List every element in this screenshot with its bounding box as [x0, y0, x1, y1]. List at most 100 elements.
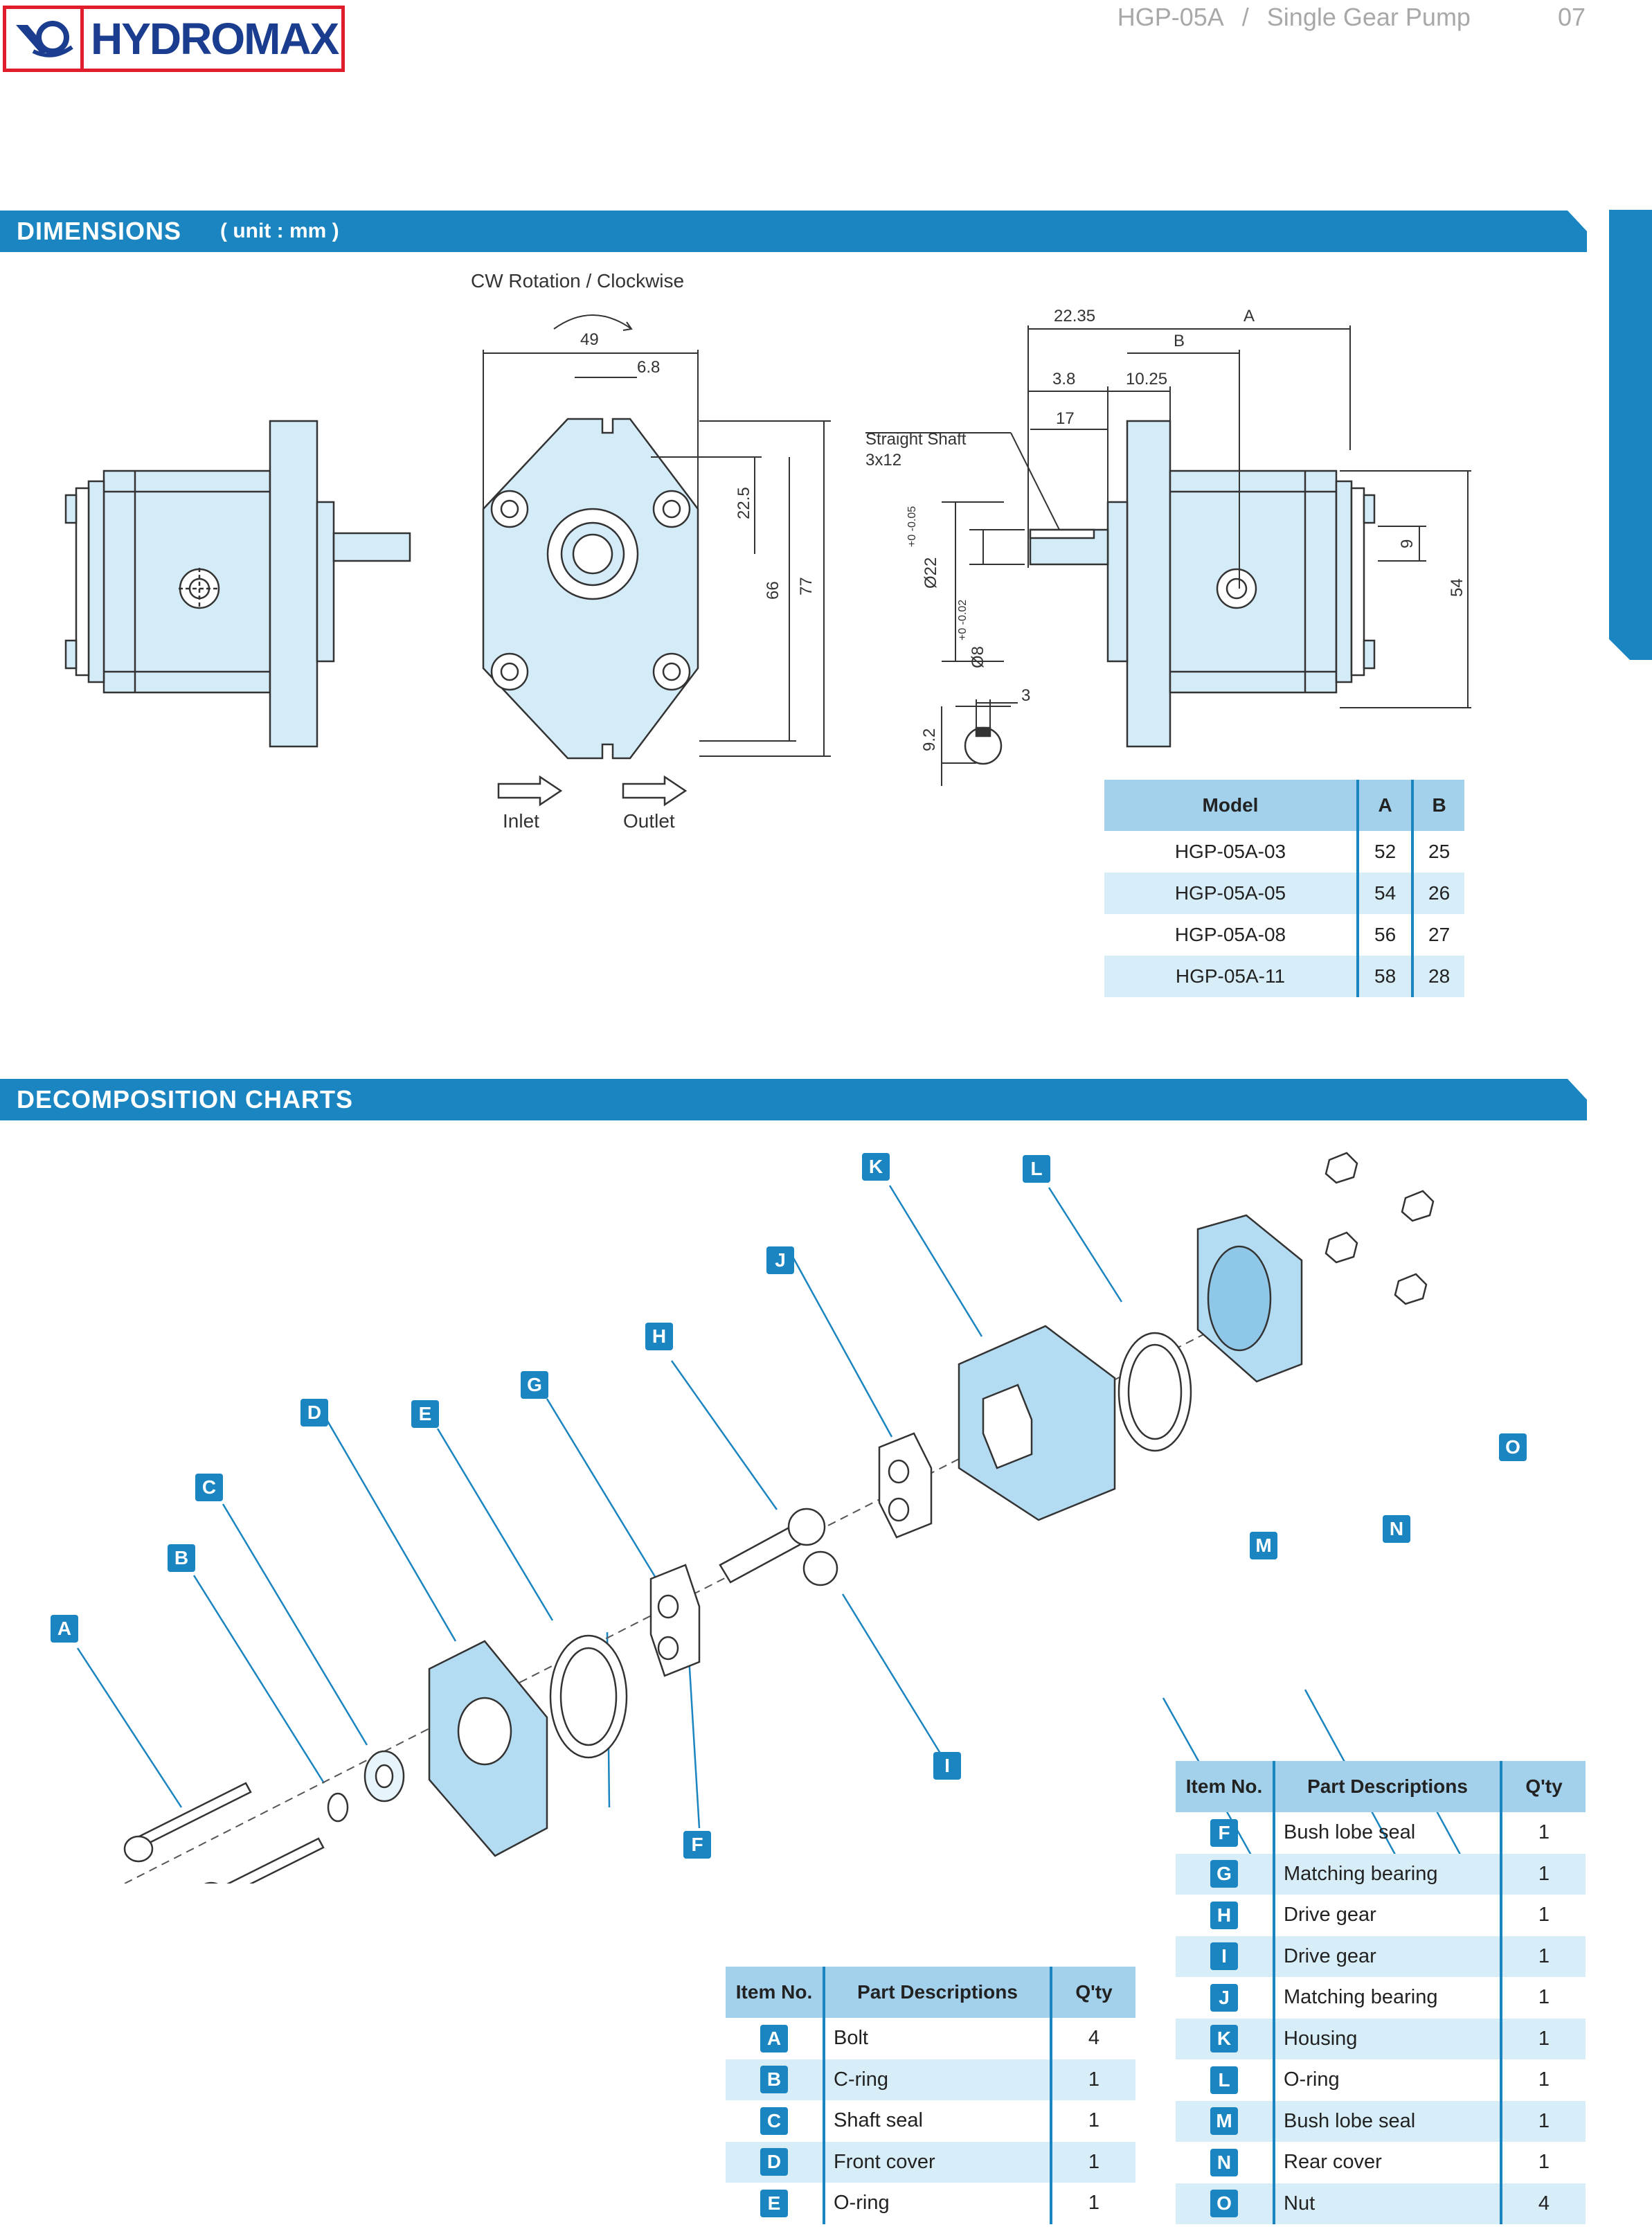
exploded-view-drawing [76, 1152, 1478, 1884]
item-badge: G [1210, 1860, 1238, 1888]
outlet-label: Outlet [623, 810, 675, 832]
nut-icon [1394, 1273, 1428, 1305]
table-row: I Drive gear 1 [1176, 1935, 1586, 1977]
bolt-icon [204, 1837, 325, 1884]
brand-logo: HYDROMAX [3, 6, 345, 72]
a-cell: 56 [1356, 914, 1413, 956]
item-badge: J [1210, 1983, 1238, 2012]
callout-m: M [1250, 1532, 1277, 1559]
item-badge: K [1210, 2025, 1238, 2053]
dim-77: 77 [797, 577, 816, 596]
callout-o: O [1499, 1433, 1527, 1461]
dimensions-section-bar: DIMENSIONS ( unit : mm ) [0, 211, 1587, 252]
decomposition-section-bar: DECOMPOSITION CHARTS [0, 1079, 1587, 1120]
dim-92: 9.2 [920, 728, 939, 751]
item-cell: H [1176, 1895, 1274, 1936]
callout-n: N [1383, 1515, 1410, 1543]
dim-1025: 10.25 [1126, 370, 1167, 388]
qty-cell: 1 [1500, 2100, 1586, 2142]
callout-g: G [521, 1371, 548, 1399]
qty-cell: 4 [1050, 2018, 1135, 2059]
page-number: 07 [1557, 3, 1586, 31]
dim-22-tol: +0 -0.05 [906, 506, 918, 547]
dim-17: 17 [1056, 409, 1075, 428]
item-cell: E [726, 2183, 824, 2224]
dim-68: 6.8 [637, 358, 660, 377]
table-row: H Drive gear 1 [1176, 1895, 1586, 1936]
qty-cell: 1 [1050, 2141, 1135, 2183]
dimensions-unit: ( unit : mm ) [220, 220, 339, 242]
dim-38: 3.8 [1052, 370, 1075, 388]
item-badge: L [1210, 2066, 1238, 2094]
c-ring-icon [327, 1792, 349, 1823]
header-item-no: Item No. [726, 1967, 824, 2018]
dim-B: B [1174, 332, 1185, 350]
inlet-label: Inlet [503, 810, 539, 832]
desc-cell: Drive gear [1273, 1935, 1501, 1977]
header-qty: Q'ty [1050, 1967, 1135, 2018]
table-row: HGP-05A-08 56 27 [1104, 914, 1464, 956]
table-row: G Matching bearing 1 [1176, 1853, 1586, 1895]
callout-b: B [168, 1544, 195, 1572]
item-cell: O [1176, 2183, 1274, 2224]
a-cell: 52 [1356, 831, 1413, 873]
parts-table-header: Item No. Part Descriptions Q'ty [1176, 1761, 1586, 1812]
item-badge: D [760, 2148, 788, 2176]
callout-j: J [766, 1246, 794, 1274]
header-item-no: Item No. [1176, 1761, 1274, 1812]
header-separator: / [1241, 3, 1249, 31]
qty-cell: 1 [1500, 1895, 1586, 1936]
bolts [123, 1782, 325, 1884]
desc-cell: Drive gear [1273, 1895, 1501, 1936]
desc-cell: Matching bearing [1273, 1977, 1501, 2019]
brand-name: HYDROMAX [91, 14, 339, 64]
bolt-icon [123, 1782, 252, 1863]
table-row: B C-ring 1 [726, 2059, 1135, 2100]
driven-gear-icon [802, 1550, 838, 1586]
side-view-left [64, 420, 411, 748]
brand-mark-icon [6, 9, 84, 69]
item-cell: B [726, 2059, 824, 2100]
dim-49: 49 [580, 330, 599, 349]
qty-cell: 1 [1500, 1935, 1586, 1977]
dim-3: 3 [1021, 686, 1030, 705]
item-badge: I [1210, 1942, 1238, 1971]
qty-cell: 1 [1500, 2142, 1586, 2183]
model-table-header: Model A B [1104, 780, 1464, 831]
item-cell: G [1176, 1853, 1274, 1895]
product-code: HGP-05A [1117, 3, 1224, 31]
qty-cell: 1 [1050, 2100, 1135, 2142]
dim-2235: 22.35 [1054, 307, 1095, 325]
item-badge: H [1210, 1901, 1238, 1929]
callout-f: F [683, 1831, 711, 1859]
dim-8: Ø8 [969, 646, 987, 668]
item-cell: I [1176, 1935, 1274, 1977]
matching-bearing-2-icon [878, 1432, 933, 1539]
parts-table-left: Item No. Part Descriptions Q'ty A Bolt 4… [726, 1967, 1135, 2224]
dimensions-title: DIMENSIONS [17, 217, 182, 245]
callout-e: E [411, 1400, 439, 1428]
table-row: C Shaft seal 1 [726, 2100, 1135, 2142]
desc-cell: C-ring [823, 2059, 1051, 2100]
rotation-label: CW Rotation / Clockwise [471, 270, 684, 292]
item-badge: E [760, 2189, 788, 2217]
model-cell: HGP-05A-11 [1104, 956, 1358, 997]
table-row: L O-ring 1 [1176, 2059, 1586, 2101]
item-cell: J [1176, 1977, 1274, 2019]
callout-c: C [195, 1474, 223, 1501]
item-cell: L [1176, 2059, 1274, 2101]
parts-table-header: Item No. Part Descriptions Q'ty [726, 1967, 1135, 2018]
front-view [482, 418, 699, 760]
desc-cell: Bolt [823, 2018, 1051, 2059]
item-cell: K [1176, 2018, 1274, 2059]
table-row: O Nut 4 [1176, 2183, 1586, 2224]
callout-k: K [862, 1153, 890, 1181]
item-cell: C [726, 2100, 824, 2142]
qty-cell: 1 [1050, 2059, 1135, 2100]
b-cell: 25 [1411, 831, 1464, 873]
model-cell: HGP-05A-08 [1174, 924, 1286, 945]
dimension-drawing: 77 66 22.5 49 6.8 CW Rotation / Clockwis… [64, 270, 1471, 832]
nut-icon [1325, 1231, 1358, 1264]
qty-cell: 1 [1500, 2059, 1586, 2101]
model-cell: HGP-05A-03 [1174, 841, 1286, 862]
